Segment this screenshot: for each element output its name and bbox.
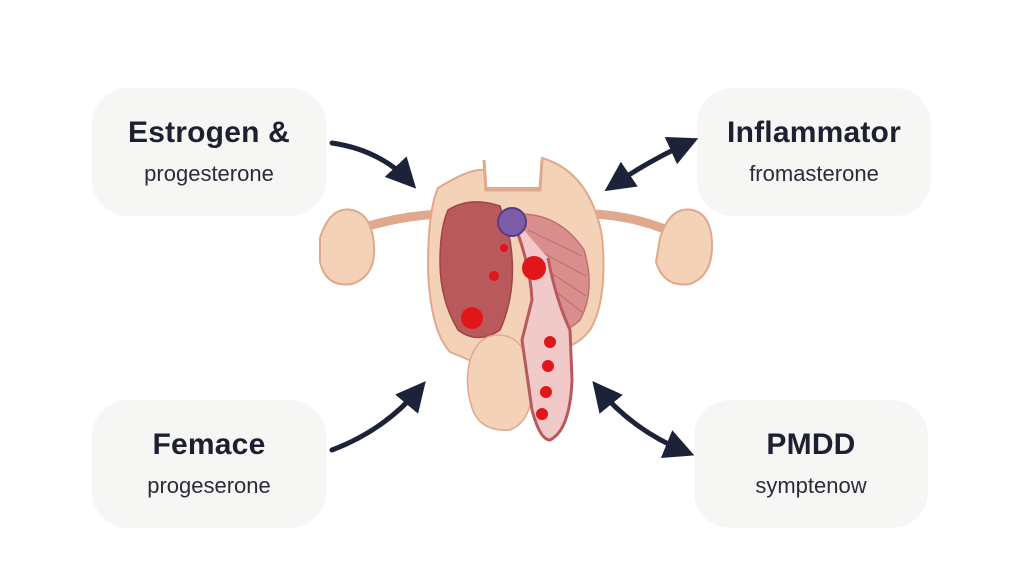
reproductive-organ-illustration-icon [319, 156, 714, 442]
card-title: PMDD [766, 428, 856, 461]
arrow-bidirectional-icon [592, 381, 695, 458]
arrow-bidirectional-icon [604, 136, 699, 192]
card-pmdd: PMDD symptenow [694, 400, 928, 528]
card-femace: Femace progeserone [92, 400, 326, 528]
arrow-right-up-icon [329, 381, 426, 453]
card-title: Femace [152, 428, 266, 461]
card-subtitle: progesterone [144, 161, 274, 186]
card-estrogen-progesterone: Estrogen & progesterone [92, 88, 326, 216]
card-title: Inflammator [727, 116, 901, 149]
arrow-right-down-icon [329, 140, 417, 189]
card-subtitle: symptenow [755, 473, 867, 498]
card-subtitle: progeserone [147, 473, 271, 498]
card-subtitle: fromasterone [749, 161, 879, 186]
card-inflammator: Inflammator fromasterone [697, 88, 931, 216]
card-title: Estrogen & [127, 116, 291, 149]
